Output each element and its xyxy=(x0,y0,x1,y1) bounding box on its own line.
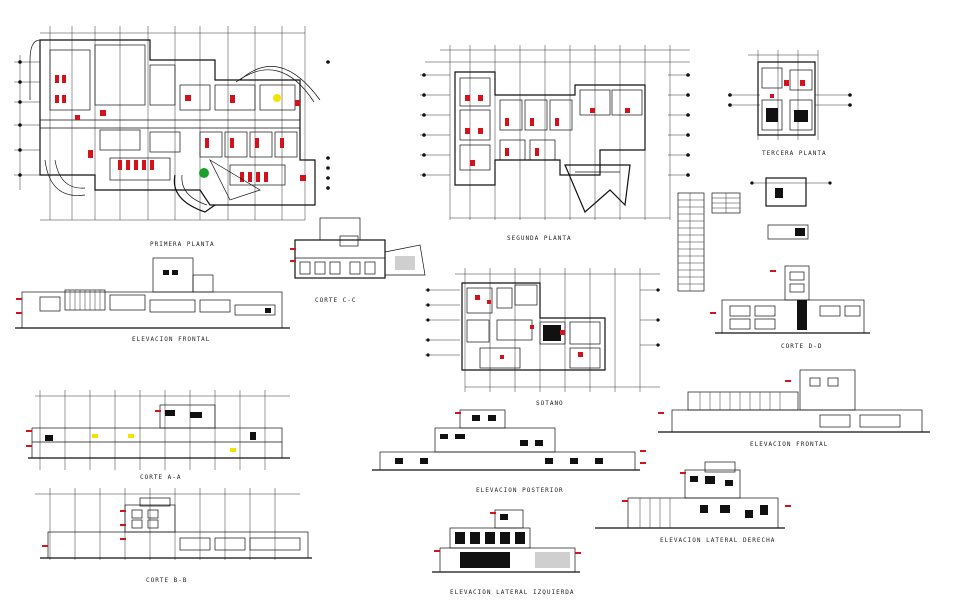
label-corte-dd: CORTE D-D xyxy=(781,343,823,350)
label-elevacion-frontal-1: ELEVACION FRONTAL xyxy=(132,336,210,343)
primera-planta-plan: PRIMERA PLANTA xyxy=(14,26,330,248)
label-elevacion-frontal-2: ELEVACION FRONTAL xyxy=(750,441,828,448)
sotano-plan: SOTANO xyxy=(425,268,660,407)
elevacion-lateral-izquierda: ELEVACION LATERAL IZQUIERDA xyxy=(432,509,581,596)
elevacion-frontal-2: ELEVACION FRONTAL xyxy=(658,369,930,448)
elevacion-frontal-1: ELEVACION FRONTAL xyxy=(15,257,290,343)
corte-aa-section: CORTE A-A xyxy=(26,390,290,481)
label-corte-bb: CORTE B-B xyxy=(146,577,188,584)
corte-bb-section: CORTE B-B xyxy=(35,488,312,584)
label-segunda-planta: SEGUNDA PLANTA xyxy=(507,235,572,242)
label-elevacion-posterior: ELEVACION POSTERIOR xyxy=(476,487,564,494)
label-sotano: SOTANO xyxy=(536,400,564,407)
schedule-tables xyxy=(677,192,741,292)
tercera-planta-plan: TERCERA PLANTA xyxy=(728,50,852,157)
label-corte-aa: CORTE A-A xyxy=(140,474,182,481)
elevacion-lateral-derecha: ELEVACION LATERAL DERECHA xyxy=(595,461,791,544)
label-corte-cc: CORTE C-C xyxy=(315,297,357,304)
label-tercera-planta: TERCERA PLANTA xyxy=(762,150,827,157)
label-elevacion-lateral-derecha: ELEVACION LATERAL DERECHA xyxy=(660,537,775,544)
label-elevacion-lateral-izquierda: ELEVACION LATERAL IZQUIERDA xyxy=(450,589,575,596)
corte-cc-section: CORTE C-C xyxy=(290,217,426,304)
detail-plan-small xyxy=(750,177,832,240)
corte-dd-section: CORTE D-D xyxy=(710,265,870,350)
label-primera-planta: PRIMERA PLANTA xyxy=(150,241,215,248)
segunda-planta-plan: SEGUNDA PLANTA xyxy=(420,45,690,242)
elevacion-posterior: ELEVACION POSTERIOR xyxy=(372,409,646,494)
